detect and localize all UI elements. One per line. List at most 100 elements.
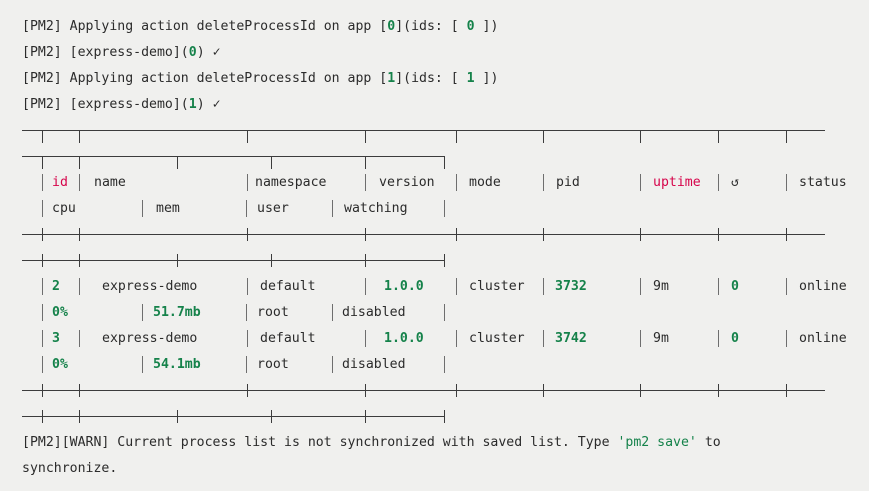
table-cell: namespace: [255, 175, 327, 190]
log-segment: ](ids: [: [395, 71, 467, 86]
log-segment: [PM2] Applying action deleteProcessId on…: [22, 19, 388, 34]
table-cell-divider: [456, 174, 458, 191]
table-cell-divider: [79, 278, 81, 295]
table-cell-divider: [543, 330, 545, 347]
table-cell: disabled: [342, 305, 406, 320]
table-border-tick: [247, 228, 249, 241]
table-cell: 0: [731, 279, 739, 294]
table-cell-divider: [640, 174, 642, 191]
table-header-separator-secondary: [22, 248, 869, 274]
table-border-tick: [271, 254, 273, 267]
table-cell-divider: [365, 330, 367, 347]
table-border-tick: [786, 384, 788, 397]
table-border-tick: [718, 130, 720, 143]
table-border-line: [22, 390, 825, 392]
table-border-tick: [79, 130, 81, 143]
pm2-log-output: [PM2] Applying action deleteProcessId on…: [0, 0, 869, 118]
table-cell-divider: [365, 174, 367, 191]
table-cell: online: [799, 331, 847, 346]
table-border-tick: [177, 156, 179, 169]
table-cell-divider: [444, 200, 446, 217]
table-cell-divider: [543, 278, 545, 295]
table-border-tick: [42, 156, 44, 169]
table-border-tick: [247, 130, 249, 143]
table-cell-divider: [247, 330, 249, 347]
table-cell: id: [52, 175, 68, 190]
table-cell-divider: [332, 200, 334, 217]
log-segment: 0: [466, 19, 475, 34]
table-cell-divider: [718, 278, 720, 295]
table-bottom-border-secondary: [22, 404, 869, 430]
table-border-tick: [640, 384, 642, 397]
table-border-tick: [456, 384, 458, 397]
table-border-tick: [456, 228, 458, 241]
table-cell: 2: [52, 279, 60, 294]
table-cell-divider: [42, 356, 44, 373]
table-cell-divider: [786, 174, 788, 191]
table-cell: name: [94, 175, 126, 190]
table-border-tick: [79, 384, 81, 397]
log-segment: [PM2] [express-demo](: [22, 97, 189, 112]
table-border-tick: [640, 228, 642, 241]
table-border-line: [22, 234, 825, 236]
table-border-line: [22, 156, 445, 158]
table-border-tick: [543, 130, 545, 143]
table-cell-divider: [42, 174, 44, 191]
table-cell-divider: [246, 304, 248, 321]
log-segment: [PM2] Applying action deleteProcessId on…: [22, 71, 388, 86]
table-border-tick: [365, 384, 367, 397]
table-cell: 0%: [52, 357, 68, 372]
table-cell: 1.0.0: [384, 331, 424, 346]
table-border-tick: [365, 410, 367, 423]
table-cell: 54.1mb: [153, 357, 201, 372]
table-border-tick: [42, 130, 44, 143]
table-cell-divider: [332, 356, 334, 373]
table-cell: 51.7mb: [153, 305, 201, 320]
table-cell-divider: [640, 330, 642, 347]
table-cell-divider: [718, 330, 720, 347]
table-border-tick: [79, 156, 81, 169]
table-cell-divider: [365, 278, 367, 295]
table-cell-divider: [246, 200, 248, 217]
table-border-line: [22, 416, 445, 418]
table-border-tick: [444, 156, 446, 169]
table-border-line: [22, 260, 445, 262]
table-border-tick: [640, 130, 642, 143]
warning-segment: [PM2][WARN] Current process list is not …: [22, 435, 618, 450]
table-cell: 9m: [653, 279, 669, 294]
table-border-line: [22, 130, 825, 132]
log-line: [PM2] Applying action deleteProcessId on…: [22, 14, 869, 40]
table-border-tick: [543, 384, 545, 397]
table-cell: 3: [52, 331, 60, 346]
log-segment: ✓: [212, 97, 221, 112]
table-border-tick: [543, 228, 545, 241]
table-cell-divider: [786, 278, 788, 295]
table-cell: express-demo: [102, 279, 198, 294]
log-segment: [PM2] [express-demo](: [22, 45, 189, 60]
log-line: [PM2] [express-demo](0) ✓: [22, 40, 869, 66]
pm2-warning-block: [PM2][WARN] Current process list is not …: [0, 430, 869, 482]
table-cell: 0%: [52, 305, 68, 320]
table-border-tick: [444, 410, 446, 423]
table-cell: 1.0.0: [384, 279, 424, 294]
log-segment: 0: [387, 19, 396, 34]
table-border-tick: [456, 130, 458, 143]
table-border-tick: [177, 254, 179, 267]
log-segment: 0: [188, 45, 197, 60]
warning-line-continued: synchronize.: [22, 461, 118, 476]
table-cell-divider: [456, 330, 458, 347]
table-cell: 9m: [653, 331, 669, 346]
log-segment: ]): [474, 71, 499, 86]
table-cell-divider: [79, 330, 81, 347]
table-cell: disabled: [342, 357, 406, 372]
log-segment: ](ids: [: [395, 19, 467, 34]
warning-segment: to: [696, 435, 721, 450]
log-line: [PM2] [express-demo](1) ✓: [22, 92, 869, 118]
table-cell-divider: [142, 304, 144, 321]
warning-line: [PM2][WARN] Current process list is not …: [22, 430, 869, 456]
